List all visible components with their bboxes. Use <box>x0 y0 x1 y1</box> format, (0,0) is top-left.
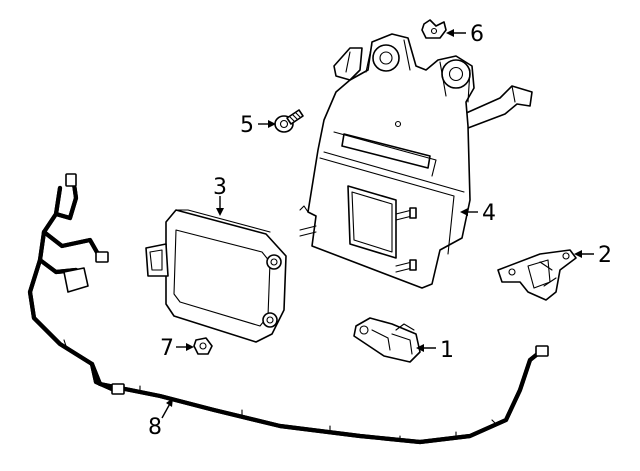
bolt <box>274 109 304 133</box>
callout-1: 1 <box>416 338 454 363</box>
control-module <box>145 209 287 343</box>
mounting-bracket <box>299 33 533 289</box>
callout-3: 3 <box>213 175 227 216</box>
sensor <box>353 317 421 363</box>
callout-8: 8 <box>148 398 173 440</box>
callout-1-label: 1 <box>440 338 454 363</box>
wiring-harness <box>27 173 549 445</box>
callout-7: 7 <box>160 336 194 361</box>
callout-3-label: 3 <box>213 175 227 200</box>
callout-4-label: 4 <box>482 201 496 226</box>
nut <box>193 337 213 355</box>
callout-5-label: 5 <box>240 113 254 138</box>
retaining-clip <box>421 19 447 39</box>
callout-4: 4 <box>460 201 496 226</box>
callout-7-label: 7 <box>160 336 174 361</box>
callout-5: 5 <box>240 113 276 138</box>
callout-6: 6 <box>446 22 484 47</box>
callout-6-label: 6 <box>470 22 484 47</box>
callout-8-label: 8 <box>148 415 162 440</box>
callout-2-label: 2 <box>598 243 612 268</box>
sensor-bracket <box>497 249 577 301</box>
callout-2: 2 <box>574 243 612 268</box>
